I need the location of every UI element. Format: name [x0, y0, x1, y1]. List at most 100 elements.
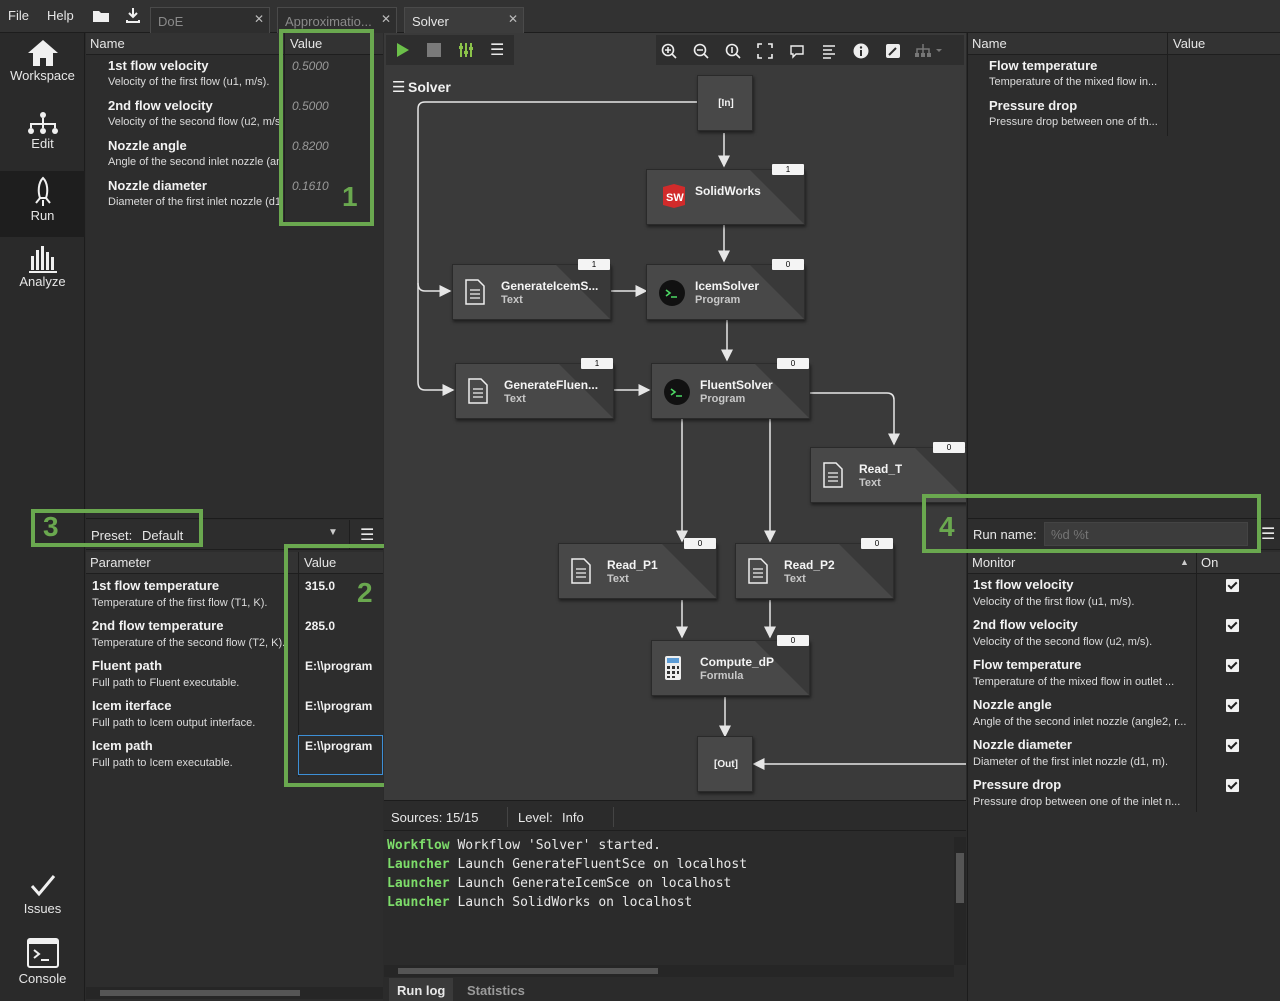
node-compute-dp[interactable]: 0 Compute_dP Formula — [651, 635, 810, 696]
param-name: Icem iterface — [92, 698, 172, 713]
param-value[interactable]: E:\\program — [305, 659, 373, 673]
nav-issues[interactable]: Issues — [0, 871, 85, 926]
log-horizontal-scrollbar[interactable] — [384, 965, 954, 977]
close-icon[interactable]: ✕ — [380, 12, 391, 26]
preset-row-1st-flow-temperature[interactable]: 1st flow temperature Temperature of the … — [86, 575, 383, 615]
input-row-2nd-flow-velocity[interactable]: 2nd flow velocity Velocity of the second… — [86, 95, 383, 135]
tab-approximation[interactable]: Approximatio...✕ — [277, 7, 397, 33]
log-panel: Sources: 15/15 Level: Info Workflow Work… — [384, 800, 966, 1001]
col-header-name[interactable]: Name — [90, 36, 125, 51]
menu-icon[interactable]: ☰ — [490, 42, 505, 59]
node-icem-solver[interactable]: 0 IcemSolver Program — [646, 259, 805, 320]
output-row-flow-temperature[interactable]: Flow temperature Temperature of the mixe… — [968, 55, 1280, 95]
input-row-nozzle-angle[interactable]: Nozzle angle Angle of the second inlet n… — [86, 135, 383, 175]
horizontal-scrollbar[interactable] — [86, 987, 383, 999]
monitor-name: 2nd flow velocity — [973, 617, 1078, 632]
zoom-in-icon[interactable] — [661, 43, 677, 59]
run-name-input[interactable] — [1044, 522, 1248, 546]
preset-row-fluent-path[interactable]: Fluent path Full path to Fluent executab… — [86, 655, 383, 695]
tab-solver[interactable]: Solver✕ — [404, 7, 524, 33]
node-generate-icem[interactable]: 1 GenerateIcemS... Text — [452, 259, 611, 320]
preset-row-icem-path[interactable]: Icem path Full path to Icem executable. … — [86, 735, 383, 775]
param-value[interactable]: 285.0 — [305, 619, 336, 633]
col-header-value[interactable]: Value — [1173, 36, 1206, 51]
canvas-toolbar — [656, 35, 964, 65]
menu-file[interactable]: File — [8, 8, 29, 23]
node-fluent-solver[interactable]: 0 FluentSolver Program — [651, 358, 810, 419]
node-read-t[interactable]: 0 Read_T Text — [810, 442, 966, 503]
monitor-row-flow-temperature[interactable]: Flow temperature Temperature of the mixe… — [968, 654, 1280, 694]
monitor-checkbox[interactable] — [1226, 739, 1239, 752]
comment-icon[interactable] — [789, 43, 805, 59]
col-header-value[interactable]: Value — [290, 36, 323, 51]
param-value[interactable]: 0.1610 — [292, 179, 329, 193]
workflow-input-block[interactable]: [In] — [697, 75, 753, 131]
layout-tree-icon[interactable] — [915, 43, 945, 59]
input-row-nozzle-diameter[interactable]: Nozzle diameter Diameter of the first in… — [86, 175, 383, 215]
info-icon[interactable] — [853, 43, 869, 59]
monitor-checkbox[interactable] — [1226, 619, 1239, 632]
monitor-checkbox[interactable] — [1226, 699, 1239, 712]
nav-console[interactable]: Console — [0, 937, 85, 997]
value-edit-field[interactable] — [298, 735, 383, 775]
zoom-out-icon[interactable] — [693, 43, 709, 59]
monitor-row-nozzle-diameter[interactable]: Nozzle diameter Diameter of the first in… — [968, 734, 1280, 774]
param-value[interactable]: 0.5000 — [292, 99, 329, 113]
log-vertical-scrollbar[interactable] — [954, 837, 966, 965]
monitor-row-nozzle-angle[interactable]: Nozzle angle Angle of the second inlet n… — [968, 694, 1280, 734]
menu-icon[interactable]: ☰ — [360, 527, 375, 544]
monitor-checkbox[interactable] — [1226, 659, 1239, 672]
log-sources[interactable]: Sources: 15/15 — [391, 810, 479, 825]
workflow-output-block[interactable]: [Out] — [697, 736, 753, 792]
download-icon[interactable] — [125, 7, 141, 24]
open-folder-icon[interactable] — [92, 9, 110, 23]
tab-statistics[interactable]: Statistics — [467, 983, 525, 998]
close-icon[interactable]: ✕ — [253, 12, 264, 26]
align-icon[interactable] — [821, 43, 837, 59]
col-header-monitor[interactable]: Monitor — [972, 555, 1016, 570]
chevron-down-icon[interactable]: ▼ — [328, 527, 338, 538]
monitor-checkbox[interactable] — [1226, 779, 1239, 792]
log-level-select[interactable]: Info — [562, 810, 584, 825]
preset-row-icem-iterface[interactable]: Icem iterface Full path to Icem output i… — [86, 695, 383, 735]
col-header-name[interactable]: Name — [972, 36, 1007, 51]
nav-edit[interactable]: Edit — [0, 110, 85, 165]
param-value[interactable]: 315.0 — [305, 579, 336, 593]
param-value[interactable]: E:\\program — [305, 699, 373, 713]
node-read-p2[interactable]: 0 Read_P2 Text — [735, 538, 894, 599]
monitor-checkbox[interactable] — [1226, 579, 1239, 592]
output-row-pressure-drop[interactable]: Pressure drop Pressure drop between one … — [968, 95, 1280, 135]
nav-analyze[interactable]: Analyze — [0, 244, 85, 304]
preset-row-2nd-flow-temperature[interactable]: 2nd flow temperature Temperature of the … — [86, 615, 383, 655]
workflow-canvas[interactable]: ☰ ☰ Solver — [384, 33, 966, 800]
sliders-icon[interactable] — [458, 43, 474, 57]
play-icon[interactable] — [396, 43, 410, 57]
edit-note-icon[interactable] — [885, 43, 901, 59]
preset-select[interactable]: Default — [142, 528, 184, 543]
tab-doe[interactable]: DoE✕ — [150, 7, 270, 33]
monitor-row-pressure-drop[interactable]: Pressure drop Pressure drop between one … — [968, 774, 1280, 814]
col-header-on[interactable]: On — [1201, 555, 1219, 570]
workflow-menu-icon[interactable]: ☰ — [392, 79, 406, 96]
param-value[interactable]: E:\\program — [305, 739, 373, 753]
close-icon[interactable]: ✕ — [507, 12, 518, 26]
param-value[interactable]: 0.8200 — [292, 139, 329, 153]
col-header-parameter[interactable]: Parameter — [90, 555, 151, 570]
tab-run-log[interactable]: Run log — [389, 978, 453, 1001]
menu-help[interactable]: Help — [47, 8, 74, 23]
col-header-value[interactable]: Value — [304, 555, 337, 570]
fit-screen-icon[interactable] — [757, 43, 773, 59]
monitor-row-1st-flow-velocity[interactable]: 1st flow velocity Velocity of the first … — [968, 574, 1280, 614]
input-row-1st-flow-velocity[interactable]: 1st flow velocity Velocity of the first … — [86, 55, 383, 95]
menu-icon[interactable]: ☰ — [1261, 526, 1276, 543]
monitor-row-2nd-flow-velocity[interactable]: 2nd flow velocity Velocity of the second… — [968, 614, 1280, 654]
node-solidworks[interactable]: 1 SW SolidWorks — [646, 164, 805, 225]
param-value[interactable]: 0.5000 — [292, 59, 329, 73]
stop-icon[interactable] — [427, 43, 441, 57]
node-generate-fluent[interactable]: 1 GenerateFluen... Text — [455, 358, 614, 419]
sort-ascending-icon[interactable]: ▲ — [1180, 557, 1189, 567]
zoom-reset-icon[interactable] — [725, 43, 741, 59]
nav-workspace[interactable]: Workspace — [0, 38, 85, 98]
nav-run[interactable]: Run — [0, 171, 85, 237]
node-read-p1[interactable]: 0 Read_P1 Text — [558, 538, 717, 599]
